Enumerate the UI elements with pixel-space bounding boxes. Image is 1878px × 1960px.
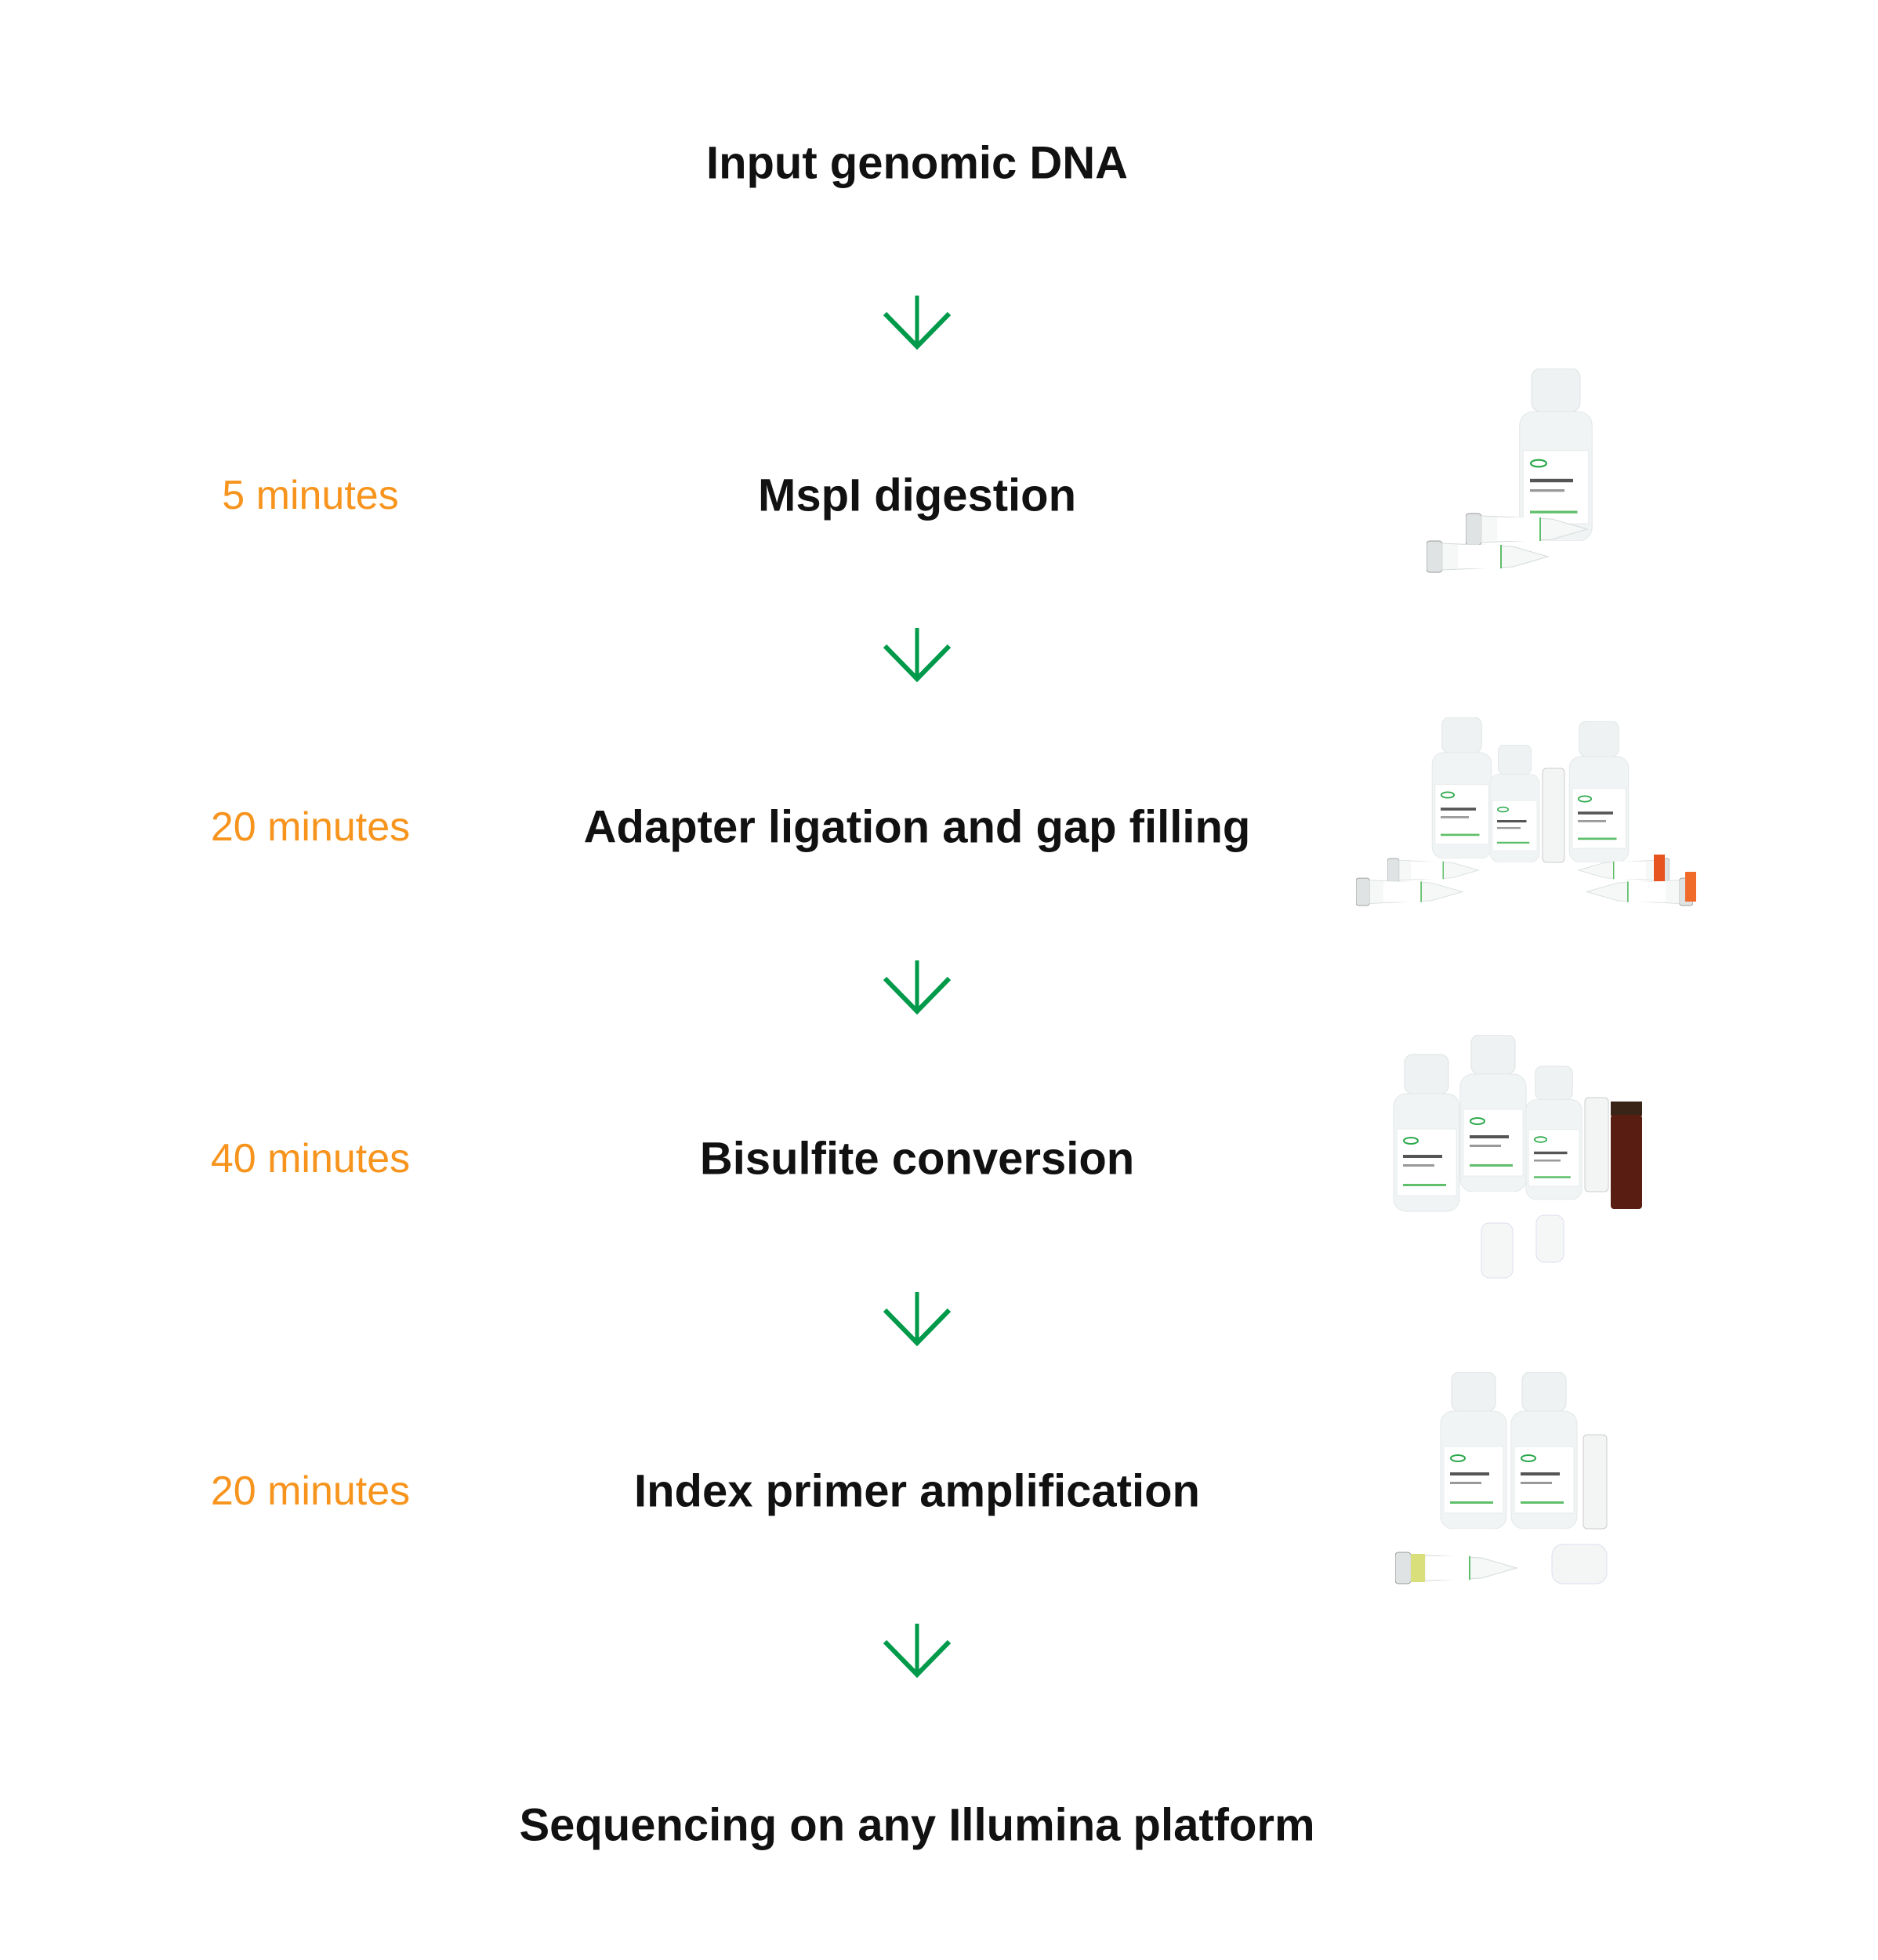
- step-time: 20 minutes: [210, 804, 411, 850]
- arrow-down-icon: [882, 1620, 952, 1682]
- product-image-bisulfite-kit: [1392, 1035, 1642, 1279]
- step-time: 20 minutes: [210, 1468, 411, 1514]
- step-bisulfite-conversion: Bisulfite conversion: [699, 1133, 1135, 1185]
- arrow-down-icon: [882, 292, 952, 354]
- step-input-genomic-dna: Input genomic DNA: [705, 137, 1129, 189]
- product-image-amplification-kit: [1395, 1372, 1608, 1584]
- step-time: 5 minutes: [222, 473, 399, 518]
- arrow-down-icon: [882, 956, 952, 1019]
- arrow-down-icon: [882, 624, 952, 687]
- product-image-ligation-kit: [1356, 717, 1696, 906]
- step-adapter-ligation: Adapter ligation and gap filling: [583, 801, 1251, 853]
- step-index-primer-amplification: Index primer amplification: [634, 1465, 1200, 1517]
- arrow-down-icon: [882, 1288, 952, 1351]
- product-image-mspi-kit: [1427, 368, 1593, 573]
- step-sequencing: Sequencing on any Illumina platform: [519, 1799, 1315, 1851]
- step-mspi-digestion: MspI digestion: [758, 470, 1076, 521]
- step-time: 40 minutes: [210, 1136, 411, 1181]
